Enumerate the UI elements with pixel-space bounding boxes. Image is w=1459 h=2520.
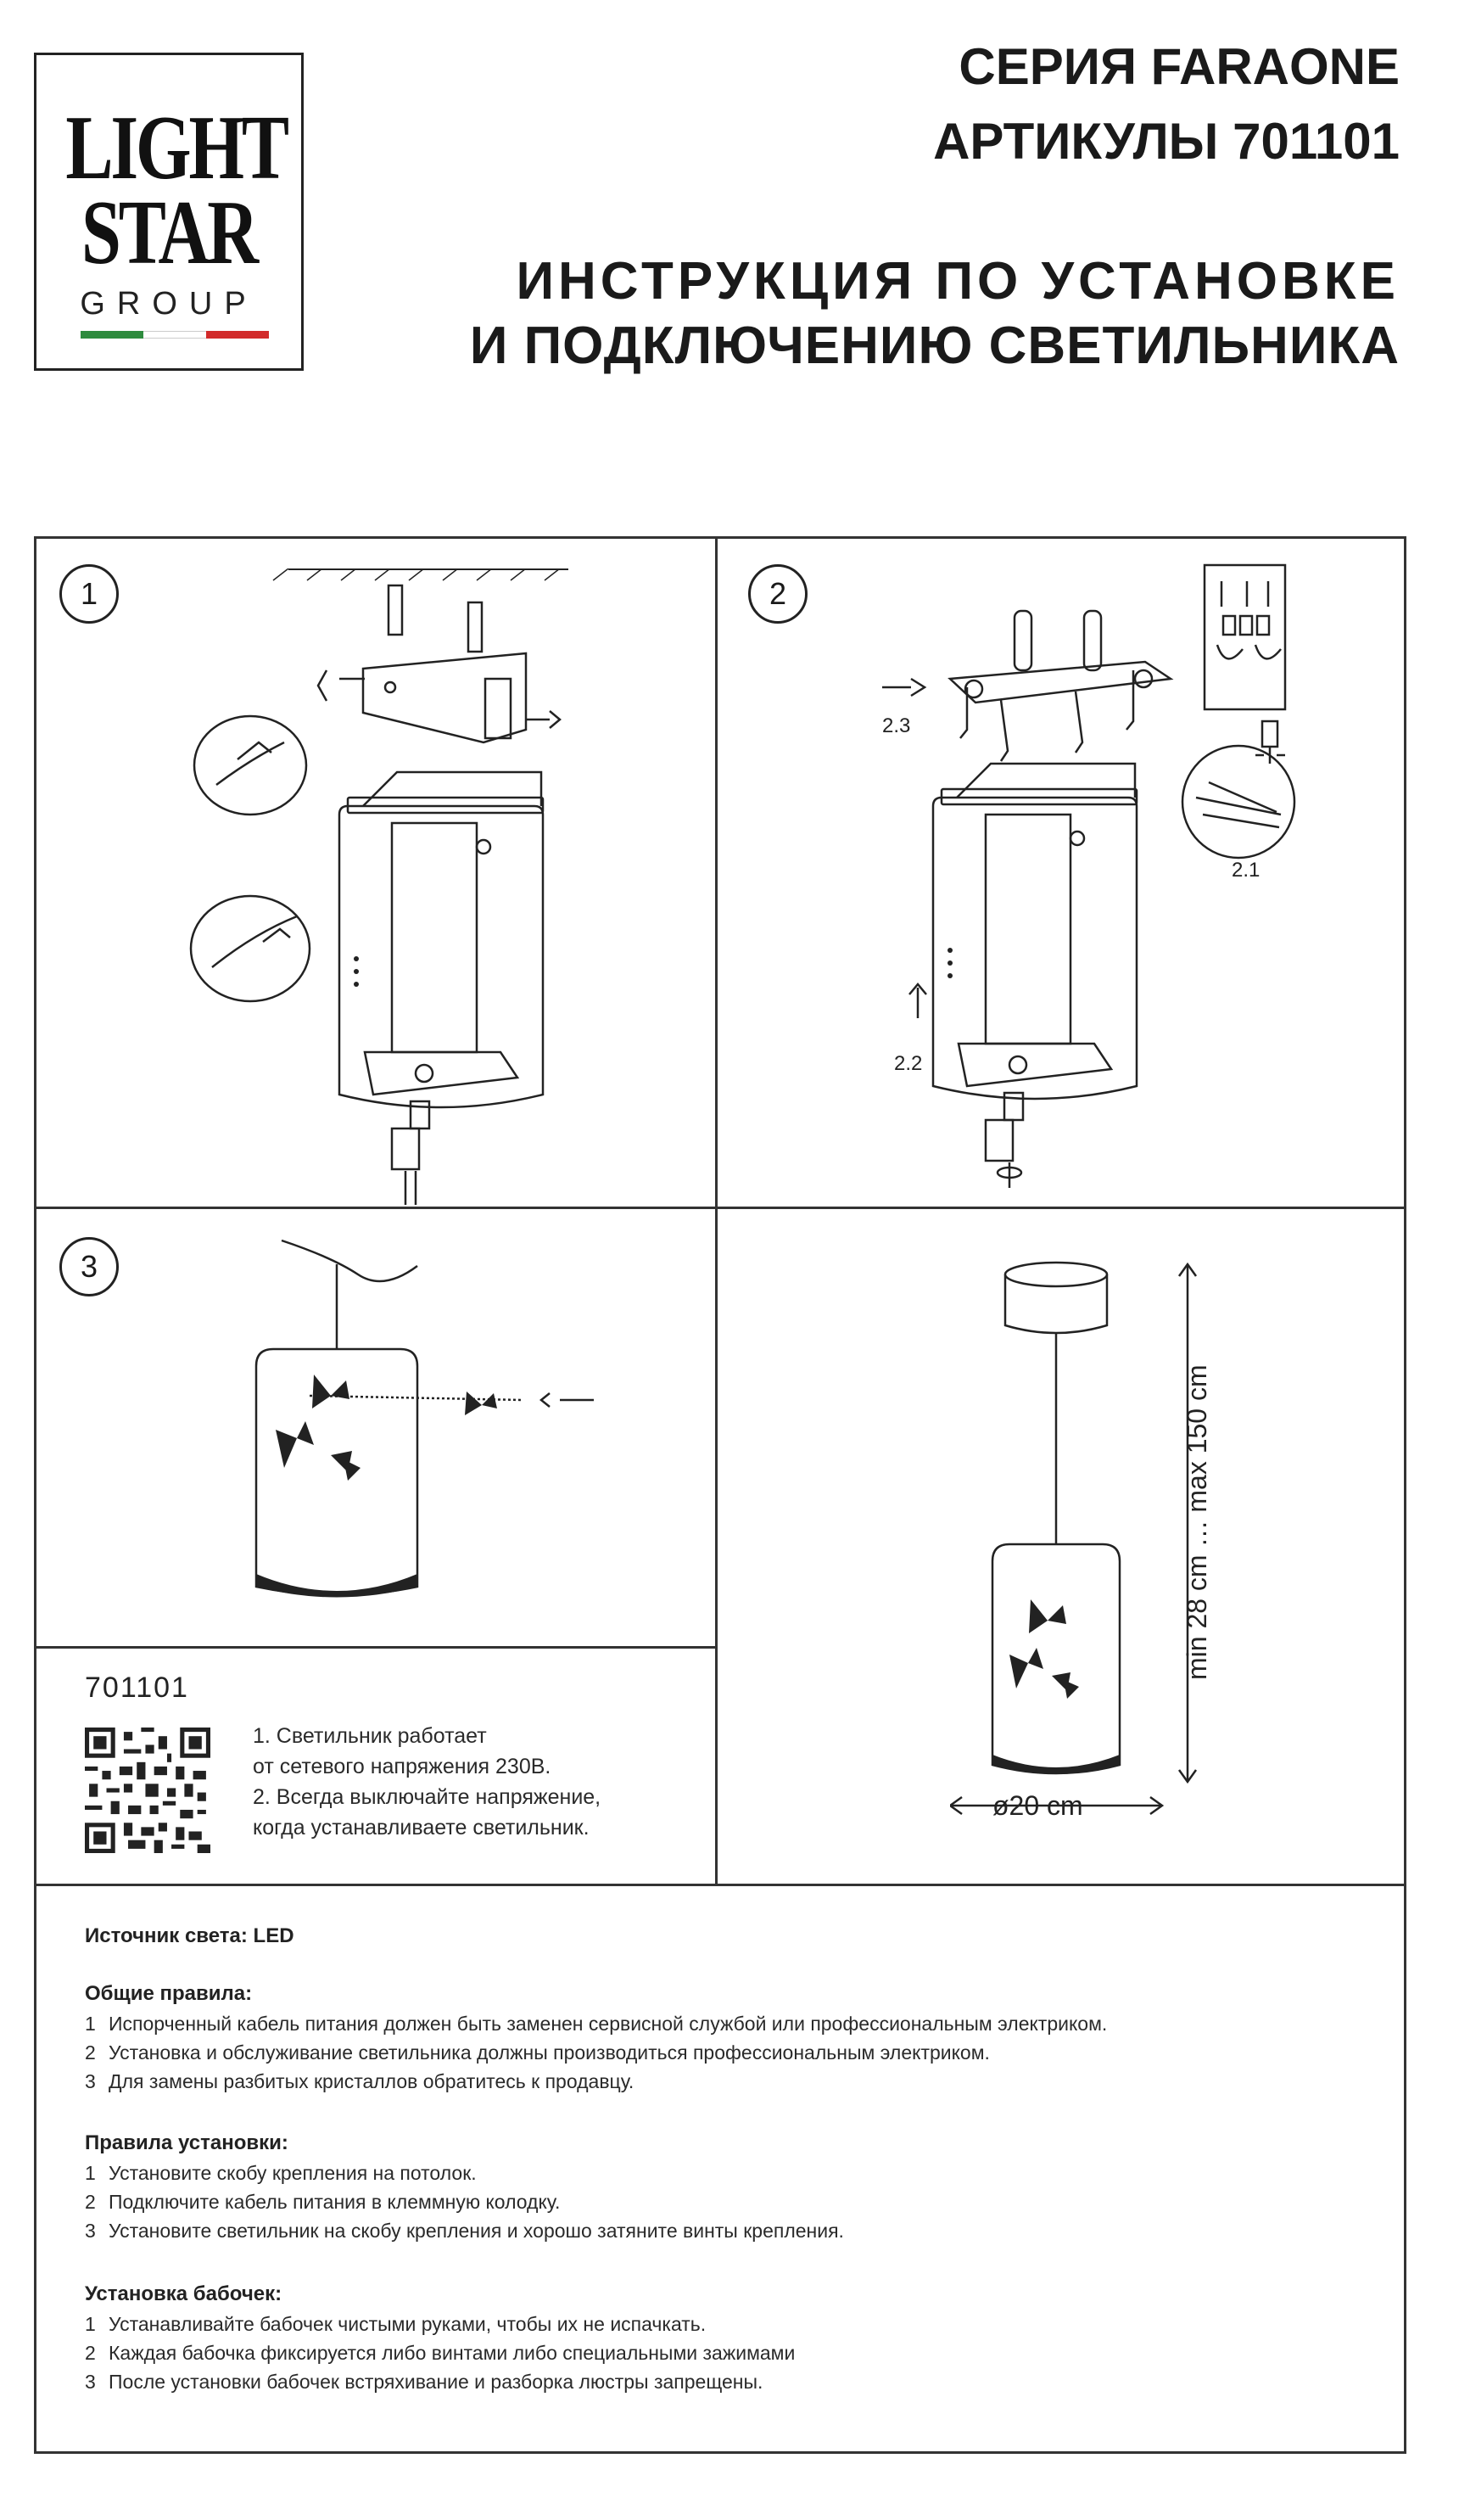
article-title: АРТИКУЛЫ 701101 bbox=[933, 113, 1400, 170]
list-item-text: Устанавливайте бабочек чистыми руками, ч… bbox=[109, 2313, 707, 2335]
list-item-number: 2 bbox=[85, 2342, 96, 2364]
butterfly-rules-heading: Установка бабочек: bbox=[85, 2282, 282, 2305]
list-item-text: Установите светильник на скобу крепления… bbox=[109, 2220, 844, 2242]
list-item: 1 Установите скобу крепления на потолок. bbox=[85, 2162, 477, 2185]
list-item-number: 3 bbox=[85, 2070, 96, 2092]
list-item-number: 3 bbox=[85, 2371, 96, 2393]
light-source-spec: Источник света: LED bbox=[85, 1924, 294, 1948]
step3-illustration bbox=[254, 1239, 594, 1598]
safety-note-line: от сетевого напряжения 230В. bbox=[253, 1755, 551, 1778]
horizontal-divider-text bbox=[34, 1884, 1406, 1886]
list-item: 3 После установки бабочек встряхивание и … bbox=[85, 2371, 763, 2394]
list-item-number: 2 bbox=[85, 2191, 96, 2213]
list-item: 2 Установка и обслуживание светильника до… bbox=[85, 2041, 990, 2064]
list-item-text: Каждая бабочка фиксируется либо винтами … bbox=[109, 2342, 796, 2364]
dimension-illustration bbox=[950, 1261, 1198, 1816]
document-title-line2: И ПОДКЛЮЧЕНИЮ СВЕТИЛЬНИКА bbox=[469, 316, 1400, 375]
step-number-3: 3 bbox=[59, 1237, 119, 1296]
safety-note-line: 1. Светильник работает bbox=[253, 1724, 487, 1748]
list-item: 1 Испорченный кабель питания должен быть … bbox=[85, 2013, 1107, 2036]
logo-word-light: LIGHT bbox=[65, 98, 289, 199]
logo-word-star: STAR bbox=[81, 182, 259, 283]
document-title-line1: ИНСТРУКЦИЯ ПО УСТАНОВКЕ bbox=[516, 252, 1400, 311]
brand-logo: LIGHT STAR GROUP bbox=[34, 53, 304, 371]
light-source-label: Источник света: bbox=[85, 1924, 248, 1947]
sub-step-label-2-2: 2.2 bbox=[894, 1052, 923, 1075]
list-item-number: 1 bbox=[85, 2162, 96, 2184]
qr-code-icon bbox=[85, 1728, 210, 1853]
article-number: 701101 bbox=[85, 1672, 189, 1704]
list-item: 2 Подключите кабель питания в клеммную ко… bbox=[85, 2191, 560, 2214]
vertical-divider bbox=[715, 536, 718, 1885]
instruction-frame bbox=[34, 536, 1406, 2454]
list-item-number: 2 bbox=[85, 2041, 96, 2064]
install-rules-heading: Правила установки: bbox=[85, 2131, 288, 2154]
horizontal-divider-note bbox=[34, 1646, 718, 1649]
list-item-number: 1 bbox=[85, 2013, 96, 2035]
series-title: СЕРИЯ FARAONE bbox=[959, 38, 1400, 95]
list-item-number: 3 bbox=[85, 2220, 96, 2242]
flag-white bbox=[143, 331, 206, 339]
list-item: 3 Для замены разбитых кристаллов обратите… bbox=[85, 2070, 634, 2093]
sub-step-label-2-3: 2.3 bbox=[882, 714, 911, 737]
list-item-text: После установки бабочек встряхивание и р… bbox=[109, 2371, 763, 2393]
list-item-text: Установка и обслуживание светильника дол… bbox=[109, 2041, 990, 2064]
list-item: 2 Каждая бабочка фиксируется либо винтами… bbox=[85, 2342, 795, 2365]
list-item: 1 Устанавливайте бабочек чистыми руками, … bbox=[85, 2313, 706, 2336]
step1-illustration bbox=[189, 568, 568, 1205]
flag-red bbox=[206, 331, 269, 339]
safety-note-line: 2. Всегда выключайте напряжение, bbox=[253, 1785, 601, 1809]
diameter-label: ø20 cm bbox=[992, 1790, 1083, 1821]
height-range-label: min 28 cm … max 150 cm bbox=[1182, 1364, 1212, 1680]
horizontal-divider-middle bbox=[34, 1207, 1406, 1209]
step2-illustration bbox=[882, 563, 1296, 1188]
logo-flag-stripe bbox=[81, 331, 269, 339]
sub-step-label-2-1: 2.1 bbox=[1232, 859, 1261, 882]
flag-green bbox=[81, 331, 143, 339]
list-item-text: Для замены разбитых кристаллов обратитес… bbox=[109, 2070, 634, 2092]
step-number-2: 2 bbox=[748, 564, 808, 624]
logo-word-group: GROUP bbox=[80, 286, 258, 322]
list-item-number: 1 bbox=[85, 2313, 96, 2335]
general-rules-heading: Общие правила: bbox=[85, 1982, 253, 2005]
light-source-value: LED bbox=[253, 1924, 294, 1947]
safety-note-line: когда устанавливаете светильник. bbox=[253, 1816, 590, 1840]
list-item: 3 Установите светильник на скобу креплени… bbox=[85, 2220, 844, 2243]
list-item-text: Испорченный кабель питания должен быть з… bbox=[109, 2013, 1108, 2035]
list-item-text: Подключите кабель питания в клеммную кол… bbox=[109, 2191, 561, 2213]
step-number-1: 1 bbox=[59, 564, 119, 624]
list-item-text: Установите скобу крепления на потолок. bbox=[109, 2162, 477, 2184]
